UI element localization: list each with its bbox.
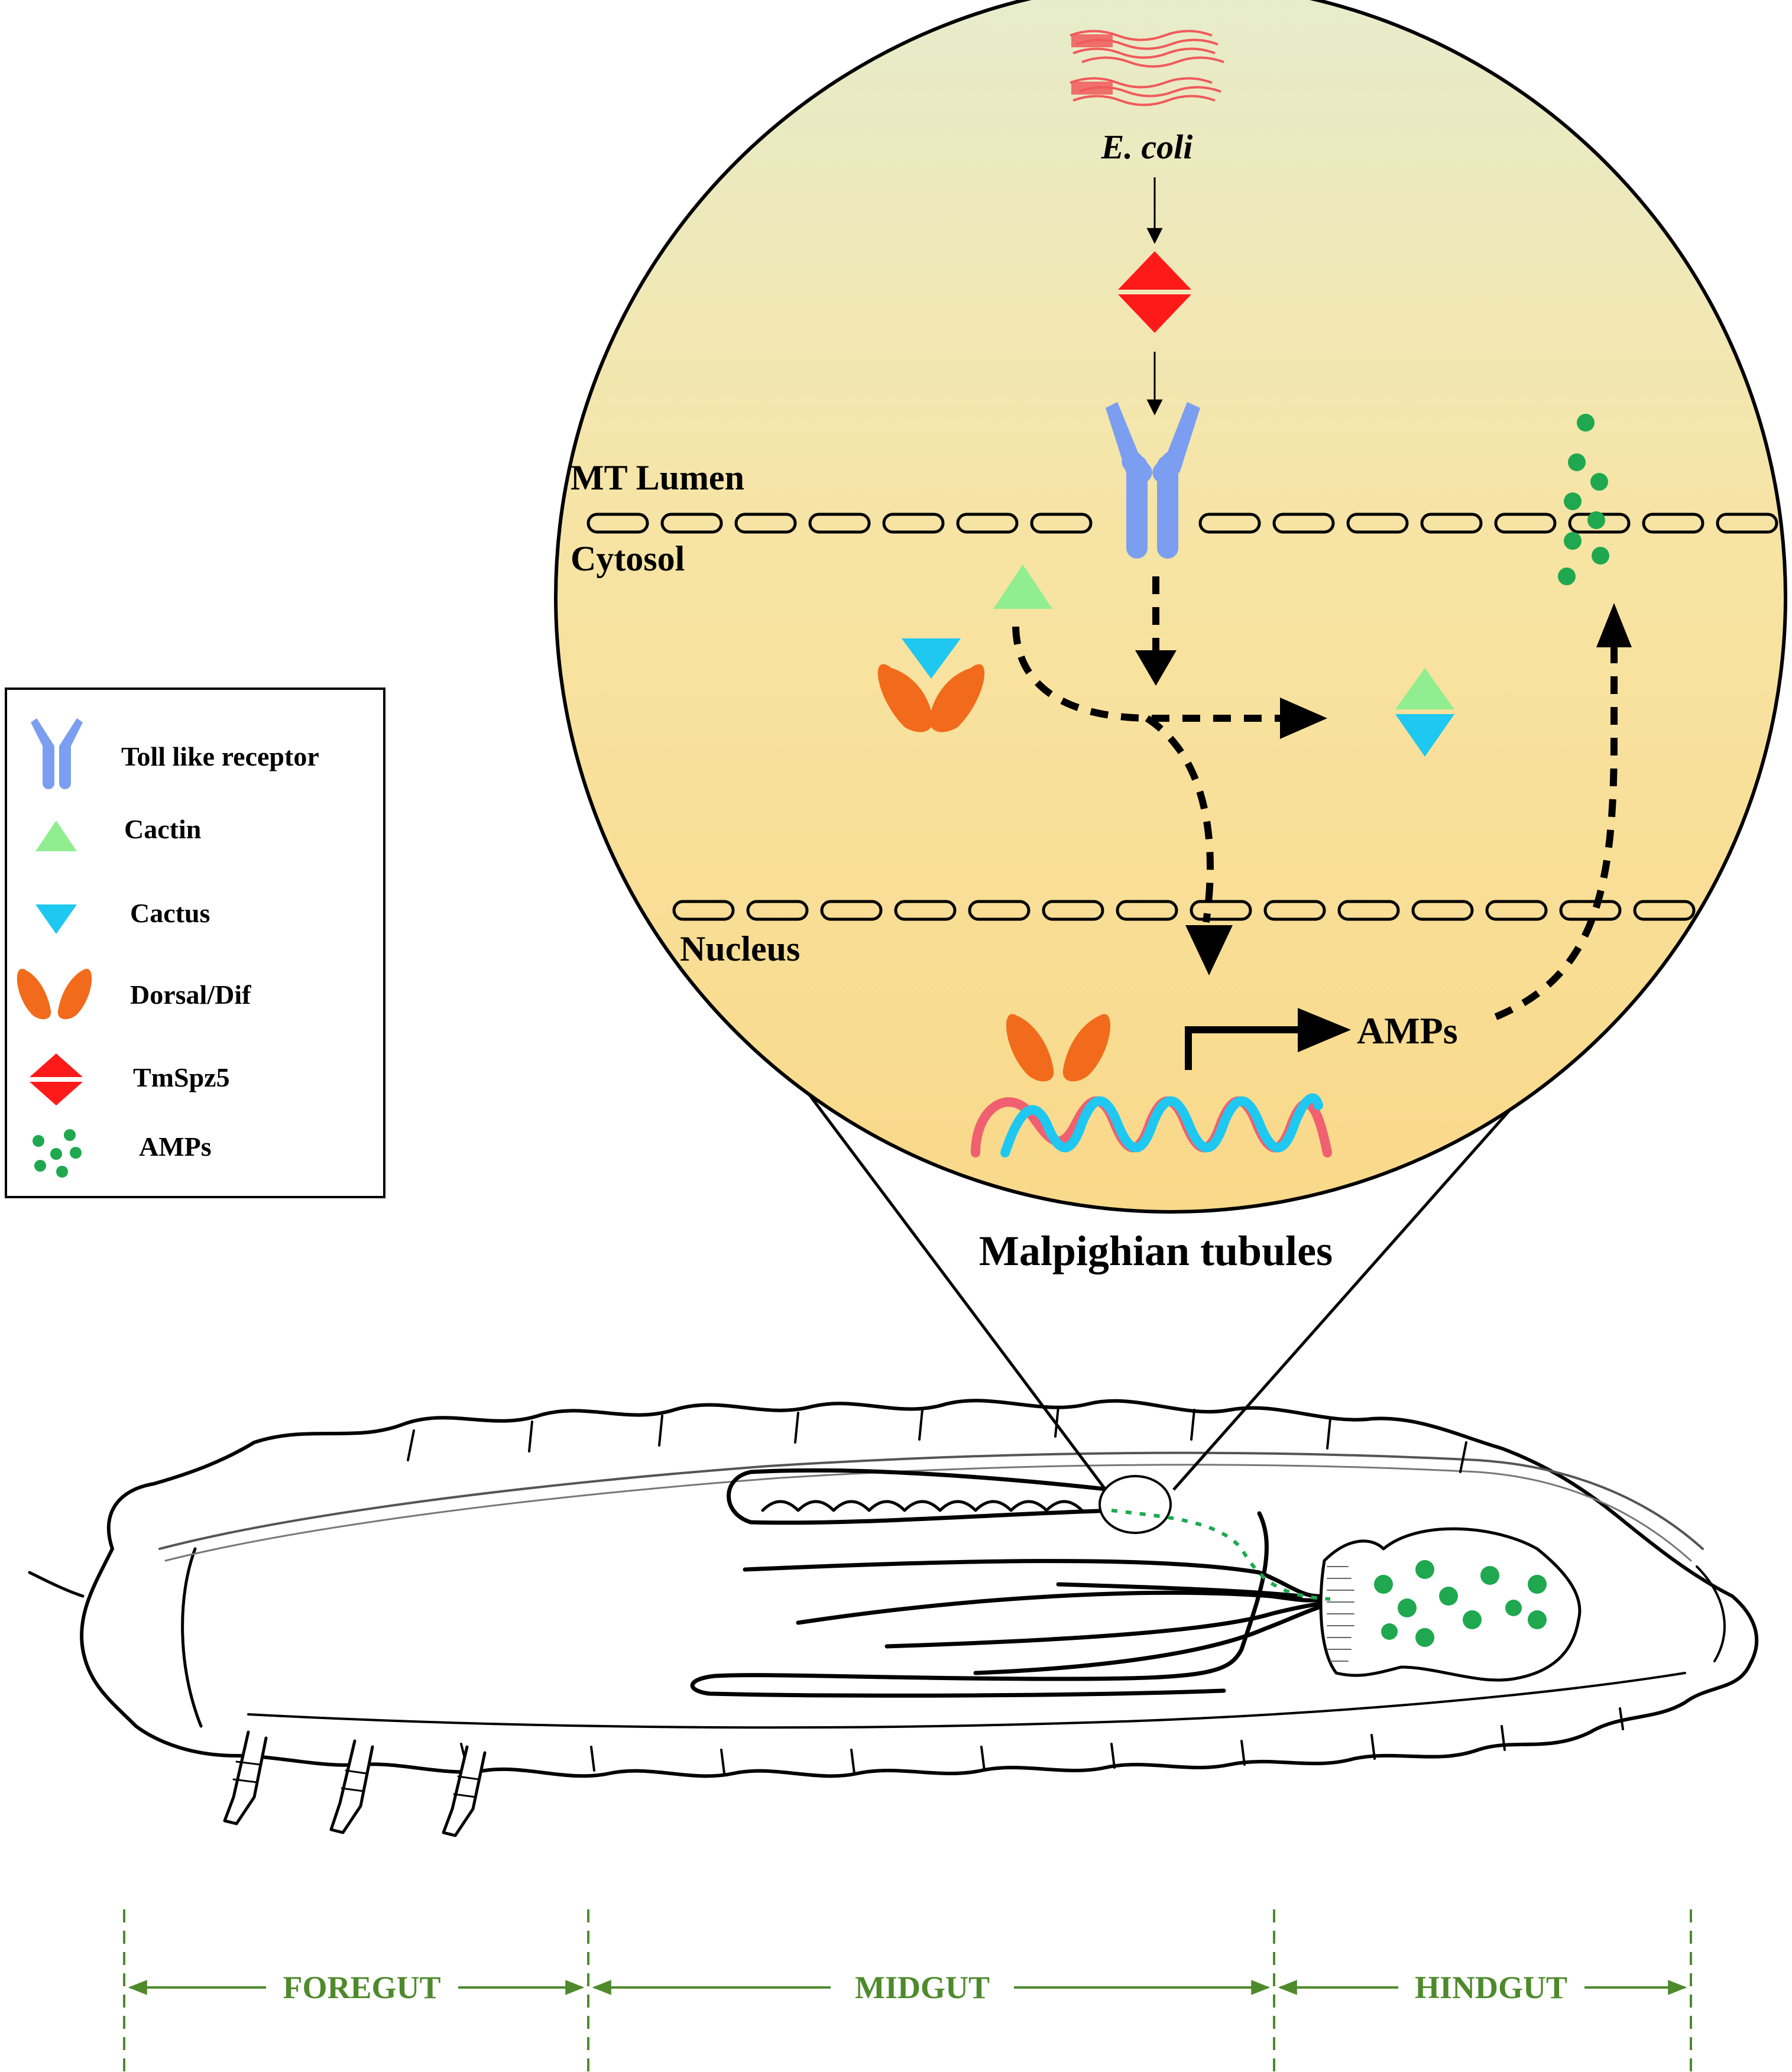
nuclear-membrane xyxy=(672,900,1696,921)
hindgut-amps xyxy=(1374,1560,1547,1647)
legend-label-cactin: Cactin xyxy=(124,814,201,844)
legend-amps-dots-icon xyxy=(33,1129,82,1178)
legend-cactin-icon xyxy=(35,821,77,851)
cell-membrane xyxy=(586,513,1778,534)
larva-drawing xyxy=(28,1399,1759,1837)
transcription-start-arrow xyxy=(1185,1026,1301,1070)
larva-body-outline xyxy=(80,1399,1759,1778)
malpighian-tubules-label: Malpighian tubules xyxy=(979,1227,1333,1275)
cactin-cactus-complex xyxy=(1395,668,1454,757)
larva-midgut-scallops xyxy=(761,1500,1084,1512)
larva-midgut-upper-loop xyxy=(727,1468,1120,1525)
tmspz5-diamond-icon xyxy=(1118,251,1191,333)
legend-label-dorsal: Dorsal/Dif xyxy=(130,980,251,1010)
ecoli-label: E. coli xyxy=(1101,128,1193,166)
arrow-to-nucleus xyxy=(1145,715,1214,923)
legend-cactus-icon xyxy=(35,904,77,934)
larva-tubule-5 xyxy=(973,1603,1327,1675)
cactin-triangle-icon xyxy=(993,565,1052,609)
arrowhead-to-complex xyxy=(1280,698,1327,739)
legend-label-amps: AMPs xyxy=(139,1131,212,1162)
larva-tubule-4 xyxy=(884,1601,1327,1649)
legend-dorsal-dif-icon xyxy=(17,968,92,1020)
larva-legs xyxy=(223,1730,487,1837)
foregut-label: FOREGUT xyxy=(283,1970,440,2005)
larva-head-line xyxy=(28,1571,85,1598)
hindgut-label: HINDGUT xyxy=(1415,1970,1567,2005)
legend-label-tmspz5: TmSpz5 xyxy=(133,1062,230,1092)
larva-tubule-1 xyxy=(743,1559,1321,1598)
ecoli-bacteria-icon xyxy=(1070,30,1224,106)
secreted-amps-dots-icon xyxy=(1558,414,1609,585)
dna-helix-icon xyxy=(971,1093,1332,1157)
cell-zoom-circle xyxy=(554,0,1787,1214)
arrowhead-to-membrane xyxy=(1596,603,1632,647)
larva-neck-line xyxy=(181,1547,203,1728)
lumen-label: MT Lumen xyxy=(571,458,744,497)
legend: Toll like receptor Cactin Cactus Dorsal/… xyxy=(5,688,385,1198)
nucleus-label: Nucleus xyxy=(680,929,800,968)
larva-dorsal-vessel-2 xyxy=(164,1464,1692,1562)
cactus-dorsal-complex xyxy=(877,638,985,732)
larva-segment-marks xyxy=(407,1406,1624,1775)
legend-label-cactus: Cactus xyxy=(130,898,210,928)
legend-toll-receptor-icon xyxy=(31,718,83,789)
legend-box xyxy=(5,688,385,1198)
arrow-cactin-to-complex xyxy=(1012,626,1283,722)
larva-hindgut-hatching xyxy=(1327,1566,1354,1662)
larva-dorsal-vessel xyxy=(158,1451,1704,1550)
larva-zoom-site xyxy=(1098,1475,1172,1534)
arrowhead-to-nucleus xyxy=(1185,925,1233,975)
legend-label-toll: Toll like receptor xyxy=(121,741,319,771)
legend-tmspz5-icon xyxy=(30,1053,83,1105)
transcription-arrowhead xyxy=(1298,1008,1351,1052)
pathway-arrows xyxy=(1012,576,1618,1020)
pathway-arrowheads xyxy=(1135,603,1632,975)
arrowhead-receptor-down xyxy=(1135,650,1177,686)
larva-tubule-3 xyxy=(1056,1582,1303,1598)
toll-receptor-icon xyxy=(1106,402,1200,559)
cytosol-label: Cytosol xyxy=(571,539,685,578)
amps-gene-label: AMPs xyxy=(1357,1010,1458,1052)
larva-tubule-2 xyxy=(796,1590,1327,1625)
tubule-amp-track xyxy=(1111,1509,1331,1601)
gut-region-scale xyxy=(123,1909,1692,2072)
midgut-label: MIDGUT xyxy=(855,1970,990,2005)
arrow-amps-to-membrane xyxy=(1494,644,1618,1020)
larva-gut-lower-loop xyxy=(690,1511,1269,1698)
larva-ventral-line xyxy=(247,1672,1686,1729)
larva-tail-line xyxy=(1696,1565,1726,1662)
dorsal-on-dna-icon xyxy=(1006,1014,1111,1082)
